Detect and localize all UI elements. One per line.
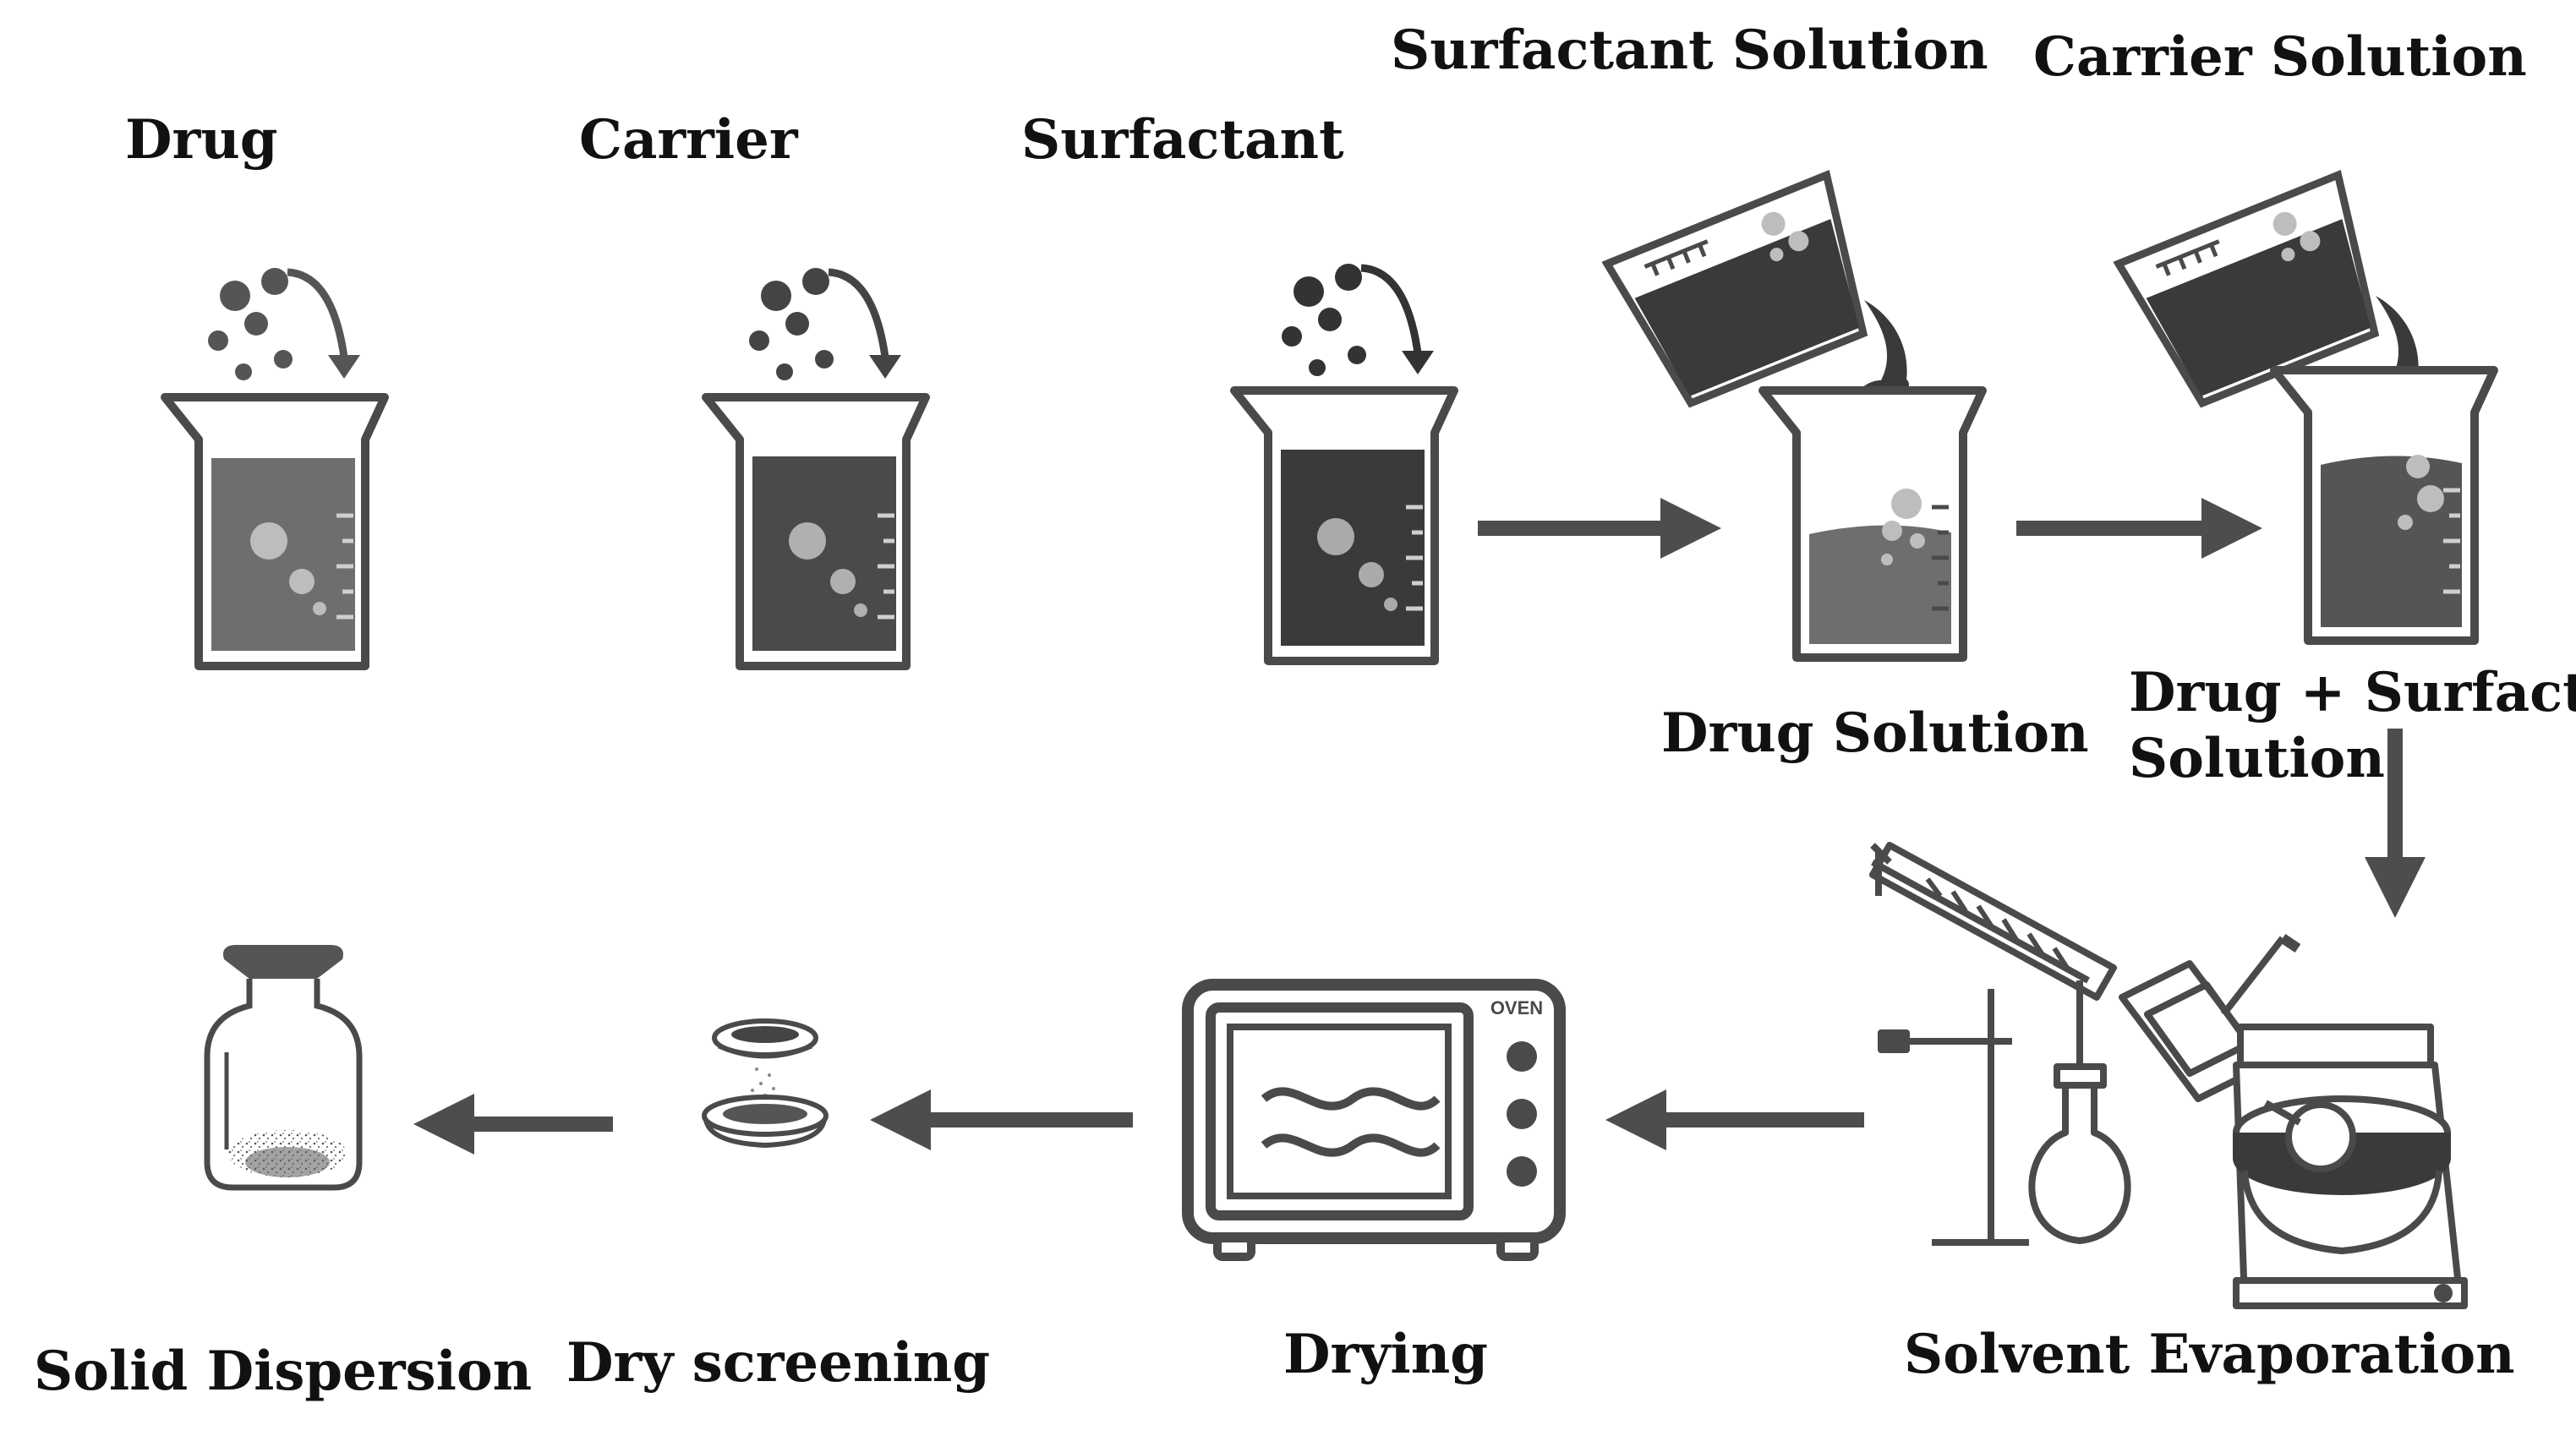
label-drug-solution: Drug Solution — [1661, 702, 2089, 765]
label-drug: Drug — [125, 108, 278, 172]
label-drying: Drying — [1283, 1323, 1488, 1386]
oven-label: OVEN — [1490, 997, 1543, 1018]
label-surfactant-solution: Surfactant Solution — [1391, 19, 1988, 82]
label-drug-surfactant-line2: Solution — [2129, 727, 2385, 790]
drug-surfactant-beaker-icon — [2113, 169, 2498, 645]
drug-beaker-icon — [161, 268, 389, 670]
surfactant-beaker-icon — [1230, 264, 1458, 665]
drug-solution-beaker-icon — [1601, 169, 1987, 662]
sieve-dish-icon — [702, 1018, 829, 1149]
label-carrier-solution: Carrier Solution — [2033, 25, 2527, 89]
storage-jar-icon — [204, 945, 363, 1191]
label-surfactant: Surfactant — [1021, 108, 1344, 172]
label-solid-dispersion: Solid Dispersion — [34, 1340, 533, 1403]
label-drug-surfactant-line1: Drug + Surfactant — [2129, 661, 2576, 724]
rotary-evaporator-icon — [1869, 842, 2468, 1309]
label-dry-screening: Dry screening — [566, 1331, 990, 1395]
label-solvent-evaporation: Solvent Evaporation — [1904, 1323, 2515, 1386]
oven-icon: OVEN — [1182, 979, 1566, 1261]
label-carrier: Carrier — [579, 108, 798, 172]
carrier-beaker-icon — [702, 268, 930, 670]
